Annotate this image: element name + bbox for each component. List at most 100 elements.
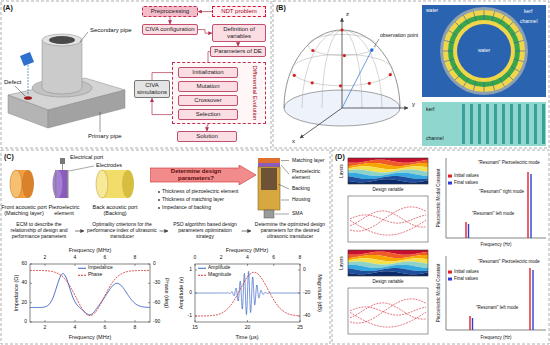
step-text: Optimality criterions for the performanc…: [86, 222, 158, 239]
annotation: "Resonant" left mode: [476, 305, 518, 310]
pipe-illustration: [42, 40, 43, 88]
legend-label: Final values: [454, 181, 478, 186]
plot-line: [105, 320, 106, 322]
axis-title: Frequency (Hz): [480, 335, 511, 340]
plot-line: [75, 320, 76, 322]
axis-title: Frequency (Hz): [480, 242, 511, 247]
problem-box: NDT problem: [212, 6, 266, 17]
transducer-parts: [122, 170, 134, 198]
tick-label: 2: [220, 255, 223, 261]
legend-item: Phase: [78, 272, 102, 278]
panel-letter: (C): [4, 153, 14, 161]
step-text: ECM to describe the relationship of desi…: [4, 222, 74, 239]
data-curve: [350, 211, 426, 227]
part-name: Front acoustic port (Matching layer): [1, 204, 47, 217]
pipe-illustration: [8, 32, 125, 132]
part-name: Housing: [292, 197, 310, 203]
bullet-item: Thickness of piezoelectric element: [162, 189, 238, 195]
tick-label: 6: [104, 325, 107, 331]
transducer-parts: [158, 199, 160, 201]
kerf-line: [473, 81, 476, 91]
kerf-line: [484, 10, 485, 20]
step-text: PSO algorithm based design parameters op…: [170, 222, 240, 239]
hemisphere-sketch: [342, 50, 372, 108]
process-box: Solution: [177, 131, 237, 142]
axis-title: Piezoelectric Modal Constant: [436, 169, 441, 227]
plot-line: [30, 302, 32, 303]
tick-label: 8: [134, 325, 137, 331]
panel-letter: (B): [276, 4, 286, 12]
kerf-line: [500, 15, 505, 24]
axis-title: Amplitude (v): [178, 277, 184, 309]
transducer-parts: [62, 164, 63, 170]
part-name: Electrical port: [70, 154, 103, 160]
pipe-illustration: [20, 52, 34, 66]
plot-frame: [348, 250, 428, 276]
axis-title: Frequency (MHz): [226, 247, 268, 253]
annotation: "Resonant" Piezoelectric mode: [478, 259, 540, 264]
panel-frame: [1, 1, 271, 148]
part-name: Primary pipe: [88, 133, 122, 140]
bullet-item: Thickness of matching layer: [162, 197, 224, 203]
channel-strip: [518, 104, 521, 144]
legend-label: Phase: [88, 272, 102, 278]
plot: [30, 10, 546, 334]
panel-frame: [332, 150, 549, 344]
data-curve: [350, 307, 426, 315]
plot-frame: [348, 288, 428, 334]
transducer-parts: [258, 158, 280, 163]
flow-arrow: [198, 11, 212, 12]
bar: [468, 224, 469, 238]
axis-title: Impedance (Ω): [13, 275, 19, 312]
region-name: water: [478, 48, 490, 54]
kerf-line: [455, 22, 462, 29]
legend-label: Magnitude: [208, 272, 231, 278]
transducer-parts: [281, 200, 289, 201]
data-curve: [350, 215, 426, 223]
hemisphere-sketch: [343, 54, 346, 57]
pipe-illustration: [100, 112, 101, 132]
channel-strip: [494, 104, 497, 144]
part-name: Piezoelectric element: [46, 204, 82, 217]
plot-line: [45, 264, 46, 266]
kerf-line: [444, 59, 454, 62]
flow-arrow: [198, 30, 212, 34]
transducer-parts: [281, 160, 289, 161]
kerf-line: [500, 78, 505, 87]
hemisphere-sketch: [293, 28, 392, 87]
transducer-parts: [258, 167, 280, 210]
legend-sample: [78, 268, 86, 269]
bar: [529, 268, 530, 330]
plot-line: [298, 270, 300, 271]
plot-frame: [348, 158, 428, 184]
legend-item: Magnitude: [198, 272, 231, 278]
kerf-line: [515, 51, 525, 52]
plot-line: [148, 302, 150, 303]
tick-label: 8: [134, 255, 137, 261]
tick-label: 0: [24, 319, 27, 325]
tick-label: 0: [153, 261, 156, 267]
step-box: Initialization: [178, 67, 238, 78]
channel-strip: [478, 104, 481, 144]
hemisphere-sketch: [374, 39, 379, 47]
legend-label: Impedance: [88, 265, 113, 271]
region-name: kerf: [426, 107, 434, 113]
data-curve: [30, 274, 150, 315]
channel-strip: [486, 104, 489, 144]
transducer-parts: [69, 166, 94, 171]
transducer-parts: [264, 210, 274, 218]
kerf-line: [506, 73, 513, 80]
part-name: Backing: [292, 186, 310, 192]
plot-line: [75, 264, 76, 266]
hemisphere-sketch: [368, 82, 371, 85]
tick-label: -1: [188, 313, 192, 319]
plot-line: [300, 264, 301, 266]
part-name: Matching layer: [292, 158, 326, 164]
plot-line: [273, 264, 274, 266]
plot-line: [30, 283, 32, 284]
axis-name: x: [292, 138, 295, 145]
axis-title: Magnitude (dB): [317, 274, 323, 312]
legend-item: Amplitude: [198, 265, 230, 271]
pipe-illustration: [15, 86, 25, 96]
legend-item: Initial values: [448, 174, 479, 179]
